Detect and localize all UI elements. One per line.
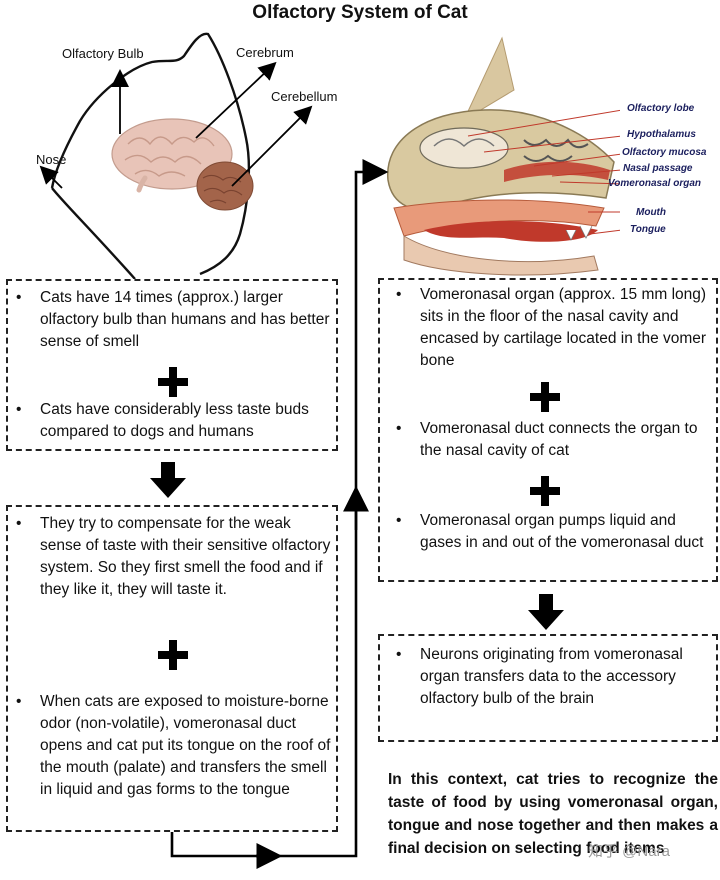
fact-box-vomeronasal-organ: • Vomeronasal organ (approx. 15 mm long)… xyxy=(378,278,718,582)
label-tongue: Tongue xyxy=(630,224,666,235)
tongue xyxy=(424,221,598,242)
label-hypothalamus: Hypothalamus xyxy=(627,129,696,140)
ear xyxy=(462,36,515,122)
fact-box-compensation: • They try to compensate for the weak se… xyxy=(6,505,338,832)
down-arrow-icon xyxy=(528,594,564,630)
label-olfactory-mucosa: Olfactory mucosa xyxy=(622,147,707,158)
label-mouth: Mouth xyxy=(636,207,666,218)
label-nose: Nose xyxy=(36,152,67,167)
label-arrows xyxy=(39,61,313,189)
list-item: • Cats have considerably less taste buds… xyxy=(16,399,332,443)
list-item: • They try to compensate for the weak se… xyxy=(16,513,332,601)
bullet-text: Cats have 14 times (approx.) larger olfa… xyxy=(40,289,330,350)
label-nasal-passage: Nasal passage xyxy=(623,163,693,174)
list-item: • Vomeronasal organ pumps liquid and gas… xyxy=(396,510,716,554)
bullet-icon: • xyxy=(396,420,402,437)
bullet-text: Vomeronasal organ (approx. 15 mm long) s… xyxy=(420,286,707,369)
list-item: • Vomeronasal organ (approx. 15 mm long)… xyxy=(396,284,716,372)
page-title: Olfactory System of Cat xyxy=(252,2,468,23)
plus-icon xyxy=(530,382,560,412)
label-vomeronasal-organ: Vomeronasal organ xyxy=(608,178,701,189)
brain-illustration xyxy=(111,118,254,211)
plus-icon xyxy=(158,367,188,397)
jaw xyxy=(403,235,599,276)
list-item: • Neurons originating from vomeronasal o… xyxy=(396,644,710,710)
label-cerebellum: Cerebellum xyxy=(271,89,338,104)
list-item: • Vomeronasal duct connects the organ to… xyxy=(396,418,716,462)
anatomy-leader-lines xyxy=(467,109,620,235)
bullet-text: Neurons originating from vomeronasal org… xyxy=(420,646,683,707)
bullet-text: Vomeronasal duct connects the organ to t… xyxy=(420,420,698,459)
bullet-text: They try to compensate for the weak sens… xyxy=(40,515,331,598)
down-arrow-icon xyxy=(150,462,186,498)
teeth xyxy=(565,225,593,241)
cat-head-cross-section-illustration xyxy=(387,36,620,276)
bullet-icon: • xyxy=(396,646,402,663)
fact-box-neurons: • Neurons originating from vomeronasal o… xyxy=(378,634,718,742)
bullet-text: Cats have considerably less taste buds c… xyxy=(40,401,309,440)
label-olfactory-bulb: Olfactory Bulb xyxy=(62,46,144,61)
bullet-icon: • xyxy=(16,401,22,418)
cat-head-brain-illustration xyxy=(39,32,313,280)
bullet-icon: • xyxy=(396,286,402,303)
bullet-icon: • xyxy=(16,289,22,306)
bullet-icon: • xyxy=(16,515,22,532)
connector-line xyxy=(170,170,382,858)
bullet-text: When cats are exposed to moisture-borne … xyxy=(40,693,331,798)
plus-icon xyxy=(530,476,560,506)
label-olfactory-lobe: Olfactory lobe xyxy=(627,103,695,114)
list-item: • When cats are exposed to moisture-born… xyxy=(16,691,332,801)
bullet-icon: • xyxy=(396,512,402,529)
label-cerebrum: Cerebrum xyxy=(236,45,294,60)
watermark: 知乎 @Nara xyxy=(588,843,670,860)
nasal-turbinates xyxy=(523,138,589,162)
conclusion-text: In this context, cat tries to recognize … xyxy=(388,771,718,857)
mucosa xyxy=(504,161,610,182)
cat-head-outline xyxy=(50,32,251,280)
list-item: • Cats have 14 times (approx.) larger ol… xyxy=(16,287,332,353)
fact-box-olfactory-bulb: • Cats have 14 times (approx.) larger ol… xyxy=(6,279,338,451)
plus-icon xyxy=(158,640,188,670)
bullet-text: Vomeronasal organ pumps liquid and gases… xyxy=(420,512,704,551)
bullet-icon: • xyxy=(16,693,22,710)
